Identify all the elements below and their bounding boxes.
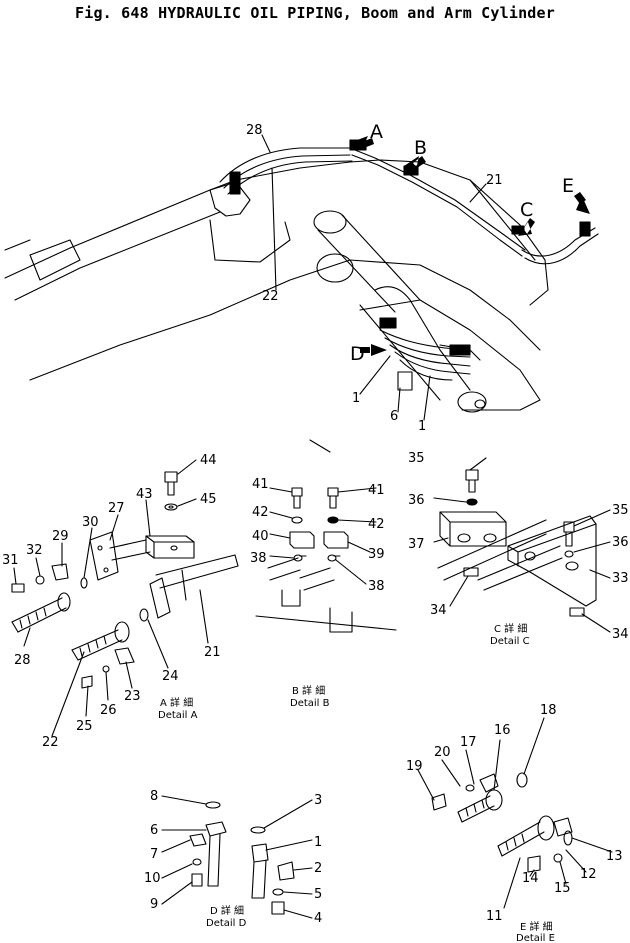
callout: 36 <box>408 493 425 508</box>
detail-a-parts <box>11 459 239 737</box>
callout: 39 <box>368 547 385 562</box>
callout: 26 <box>100 703 117 718</box>
callout: 5 <box>314 887 322 902</box>
callout: 7 <box>150 847 158 862</box>
detail-d-jp: D 詳 細 <box>210 904 244 917</box>
callout: 30 <box>82 515 99 530</box>
view-arrows <box>352 136 590 356</box>
callout: 17 <box>460 735 477 750</box>
callout: 32 <box>26 543 43 558</box>
callout: 11 <box>486 909 503 924</box>
callout: 24 <box>162 669 179 684</box>
main-callouts: 28 21 22 1 6 1 <box>246 123 503 434</box>
figure-number: Fig. 648 <box>74 4 149 22</box>
callout: 1 <box>314 835 322 850</box>
callout: 31 <box>2 553 19 568</box>
detail-d-parts <box>161 795 313 919</box>
boom-outline <box>4 159 549 411</box>
detail-e-parts <box>417 717 613 909</box>
arrow-label: A <box>370 121 383 143</box>
callout: 25 <box>76 719 93 734</box>
main-clamps <box>229 139 591 453</box>
arrow-label: C <box>520 199 533 221</box>
detail-e-callouts: 18 16 17 20 19 13 12 15 14 11 E 詳 細 Deta… <box>406 703 623 943</box>
callout: 29 <box>52 529 69 544</box>
callout: 1 <box>352 391 360 406</box>
callout: 23 <box>124 689 141 704</box>
detail-c-parts <box>433 457 611 633</box>
detail-a-callouts: 44 45 43 27 30 29 32 31 28 22 25 26 23 2… <box>2 453 221 750</box>
detail-c-jp: C 詳 細 <box>494 622 527 635</box>
callout: 37 <box>408 537 425 552</box>
callout: 2 <box>314 861 322 876</box>
callout: 34 <box>612 627 629 642</box>
figure-caption: HYDRAULIC OIL PIPING, Boom and Arm Cylin… <box>158 4 556 22</box>
callout: 19 <box>406 759 423 774</box>
detail-a-label: Detail A <box>158 710 198 721</box>
callout: 10 <box>144 871 161 886</box>
callout: 14 <box>522 871 539 886</box>
callout: 42 <box>252 505 269 520</box>
detail-d-callouts: 8 3 6 1 7 2 10 5 9 4 D 詳 細 Detail D <box>144 789 322 929</box>
callout: 45 <box>200 492 217 507</box>
arrow-label: B <box>414 137 427 159</box>
callout: 13 <box>606 849 623 864</box>
callout: 22 <box>262 289 279 304</box>
callout: 28 <box>246 123 263 138</box>
callout: 27 <box>108 501 125 516</box>
callout: 43 <box>136 487 153 502</box>
detail-b-jp: B 詳 細 <box>292 684 325 697</box>
detail-c-label: Detail C <box>490 636 530 647</box>
callout: 35 <box>612 503 629 518</box>
arrow-label: E <box>562 175 574 197</box>
main-leaders <box>261 134 487 421</box>
detail-e-jp: E 詳 細 <box>520 920 553 933</box>
callout: 8 <box>150 789 158 804</box>
callout: 21 <box>486 173 503 188</box>
callout: 40 <box>252 529 269 544</box>
detail-b-label: Detail B <box>290 698 330 709</box>
callout: 44 <box>200 453 217 468</box>
callout: 21 <box>204 645 221 660</box>
callout: 6 <box>390 409 398 424</box>
callout: 1 <box>418 419 426 434</box>
callout: 18 <box>540 703 557 718</box>
callout: 9 <box>150 897 158 912</box>
arrow-label: D <box>350 343 365 365</box>
figure-title: Fig. 648 HYDRAULIC OIL PIPING, Boom and … <box>0 4 630 22</box>
detail-c-callouts: 35 36 37 34 35 36 33 34 C 詳 細 Detail C <box>408 451 629 647</box>
callout: 20 <box>434 745 451 760</box>
callout: 42 <box>368 517 385 532</box>
callout: 38 <box>250 551 267 566</box>
callout: 3 <box>314 793 322 808</box>
callout: 36 <box>612 535 629 550</box>
callout: 38 <box>368 579 385 594</box>
callout: 16 <box>494 723 511 738</box>
callout: 35 <box>408 451 425 466</box>
detail-d-label: Detail D <box>206 918 247 929</box>
callout: 12 <box>580 867 597 882</box>
callout: 6 <box>150 823 158 838</box>
callout: 4 <box>314 911 322 926</box>
arrow-letters: A B C D E <box>350 121 574 365</box>
callout: 15 <box>554 881 571 896</box>
detail-b-parts <box>255 487 397 633</box>
detail-a-jp: A 詳 細 <box>160 696 193 709</box>
callout: 28 <box>14 653 31 668</box>
detail-e-label: Detail E <box>516 933 555 943</box>
callout: 41 <box>252 477 269 492</box>
callout: 22 <box>42 735 59 750</box>
callout: 34 <box>430 603 447 618</box>
boom-cylinder <box>313 210 521 413</box>
detail-b-callouts: 41 41 42 42 40 39 38 38 B 詳 細 Detail B <box>250 477 385 709</box>
callout: 41 <box>368 483 385 498</box>
callout: 33 <box>612 571 629 586</box>
